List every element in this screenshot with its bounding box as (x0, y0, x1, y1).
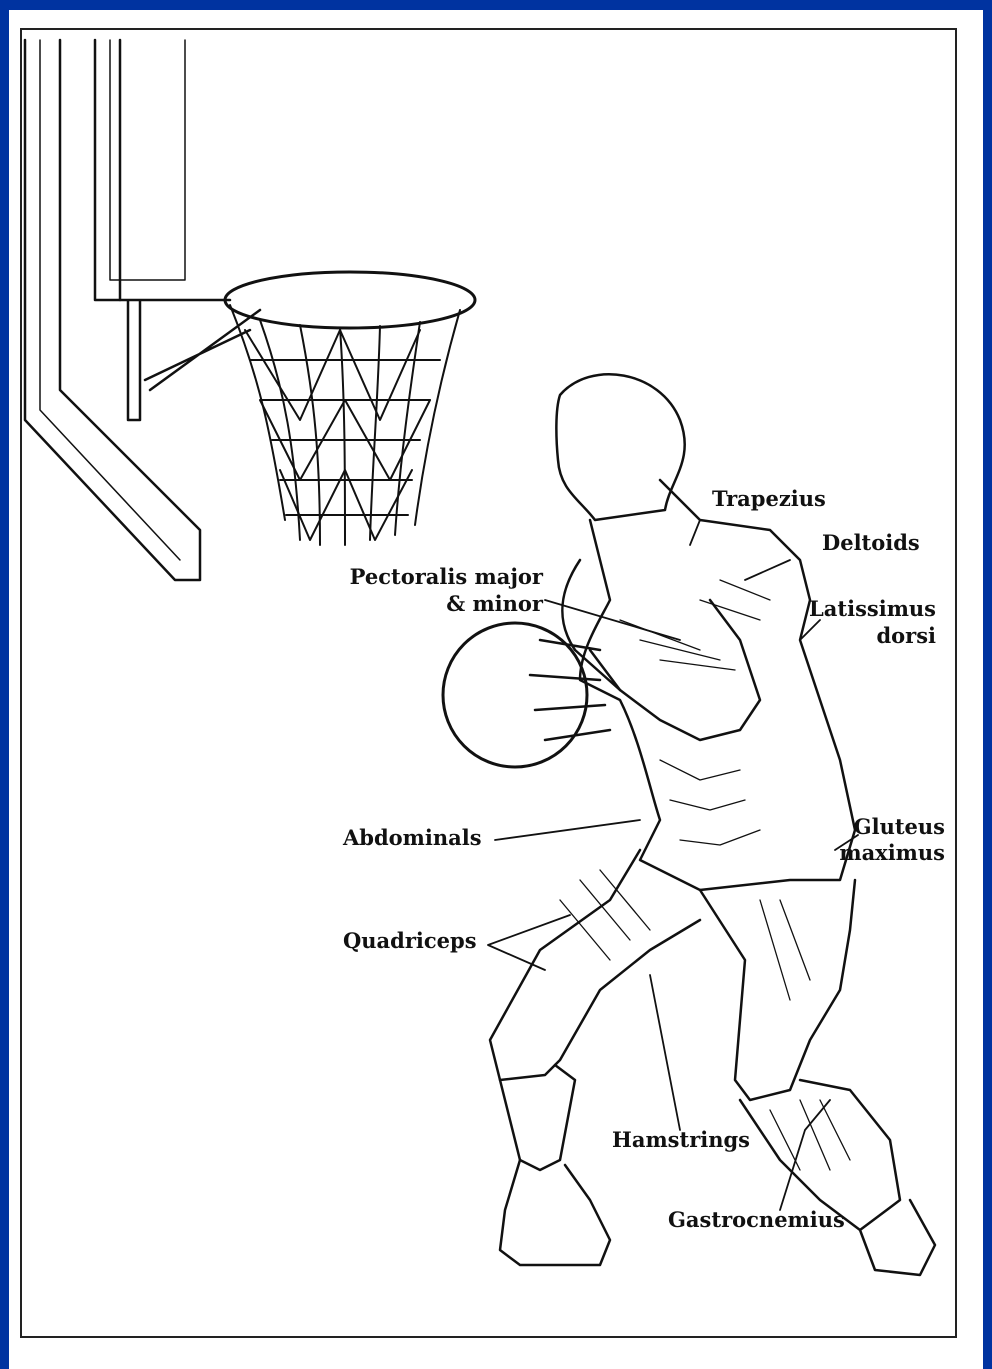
player-torso (580, 480, 855, 890)
backboard (95, 40, 120, 300)
label-pectoralis-line1: Pectoralis major (343, 565, 543, 589)
player-head (556, 374, 684, 520)
label-gluteus-line2: maximus (820, 841, 945, 865)
label-deltoids: Deltoids (822, 531, 920, 555)
label-pectoralis-line2: & minor (343, 592, 543, 616)
hoop-bracket (120, 300, 260, 420)
player-left-shoe (500, 1160, 610, 1265)
label-latissimus-line1: Latissimus (800, 597, 936, 621)
label-abdominals: Abdominals (343, 826, 482, 850)
hoop-net (230, 305, 460, 545)
label-gastrocnemius: Gastrocnemius (668, 1208, 845, 1232)
backboard-support (25, 40, 200, 580)
label-quadriceps: Quadriceps (343, 929, 477, 953)
player-left-shin (500, 1065, 575, 1170)
label-gluteus-line1: Gluteus (820, 815, 945, 839)
player-right-shoe (860, 1200, 935, 1275)
hoop-rim (225, 272, 475, 328)
player-right-leg (700, 880, 855, 1100)
label-latissimus-line2: dorsi (800, 624, 936, 648)
player-left-leg (490, 850, 700, 1080)
label-trapezius: Trapezius (712, 487, 826, 511)
label-hamstrings: Hamstrings (612, 1128, 750, 1152)
player-right-arm (562, 560, 760, 740)
